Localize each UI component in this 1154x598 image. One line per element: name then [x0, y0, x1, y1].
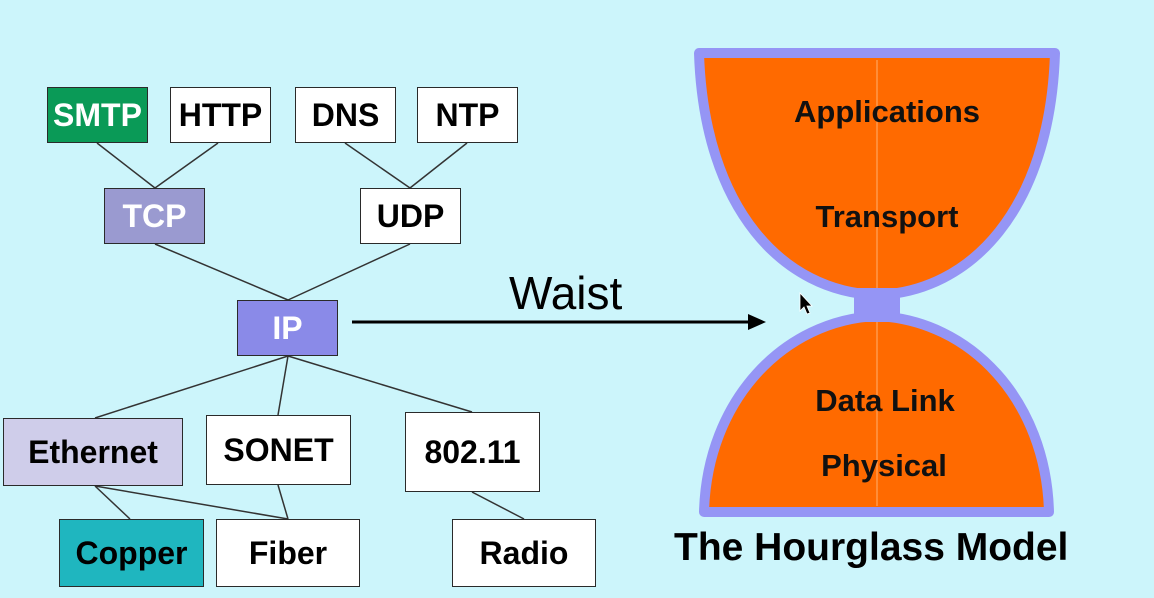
- line-tcp-ip: [154, 243, 289, 301]
- line-udp-ip: [287, 243, 411, 301]
- mouse-cursor-icon: [799, 291, 813, 315]
- layer-label-applications: Applications: [793, 94, 981, 129]
- box-ip: IP: [237, 300, 338, 356]
- line-http-tcp: [154, 142, 219, 189]
- line-dns-udp: [344, 142, 411, 189]
- box-tcp: TCP: [104, 188, 205, 244]
- hourglass-caption: The Hourglass Model: [674, 526, 1069, 569]
- line-ip-wifi: [287, 355, 473, 413]
- box-ntp: NTP: [417, 87, 518, 143]
- line-smtp-tcp: [96, 142, 156, 189]
- connector-lines: [94, 142, 525, 520]
- line-ip-ethernet: [94, 355, 289, 419]
- box-copper: Copper: [59, 519, 204, 587]
- layer-label-data-link: Data Link: [815, 383, 955, 418]
- line-ip-sonet: [277, 355, 289, 416]
- waist-arrow: [352, 314, 766, 330]
- layer-label-physical: Physical: [821, 448, 947, 483]
- box-smtp: SMTP: [47, 87, 148, 143]
- box-radio: Radio: [452, 519, 596, 587]
- line-ethernet-copper: [94, 485, 131, 520]
- line-wifi-radio: [471, 491, 525, 520]
- box-ethernet: Ethernet: [3, 418, 183, 486]
- box-dns: DNS: [295, 87, 396, 143]
- line-ntp-udp: [409, 142, 468, 189]
- box-fiber: Fiber: [216, 519, 360, 587]
- box-802-11: 802.11: [405, 412, 540, 492]
- box-http: HTTP: [170, 87, 271, 143]
- box-sonet: SONET: [206, 415, 351, 485]
- line-sonet-fiber: [277, 484, 289, 520]
- line-ethernet-fiber: [94, 485, 289, 520]
- box-udp: UDP: [360, 188, 461, 244]
- hourglass: [694, 48, 1060, 517]
- hourglass-neck: [854, 288, 900, 322]
- layer-label-transport: Transport: [815, 199, 959, 234]
- waist-label: Waist: [509, 267, 623, 319]
